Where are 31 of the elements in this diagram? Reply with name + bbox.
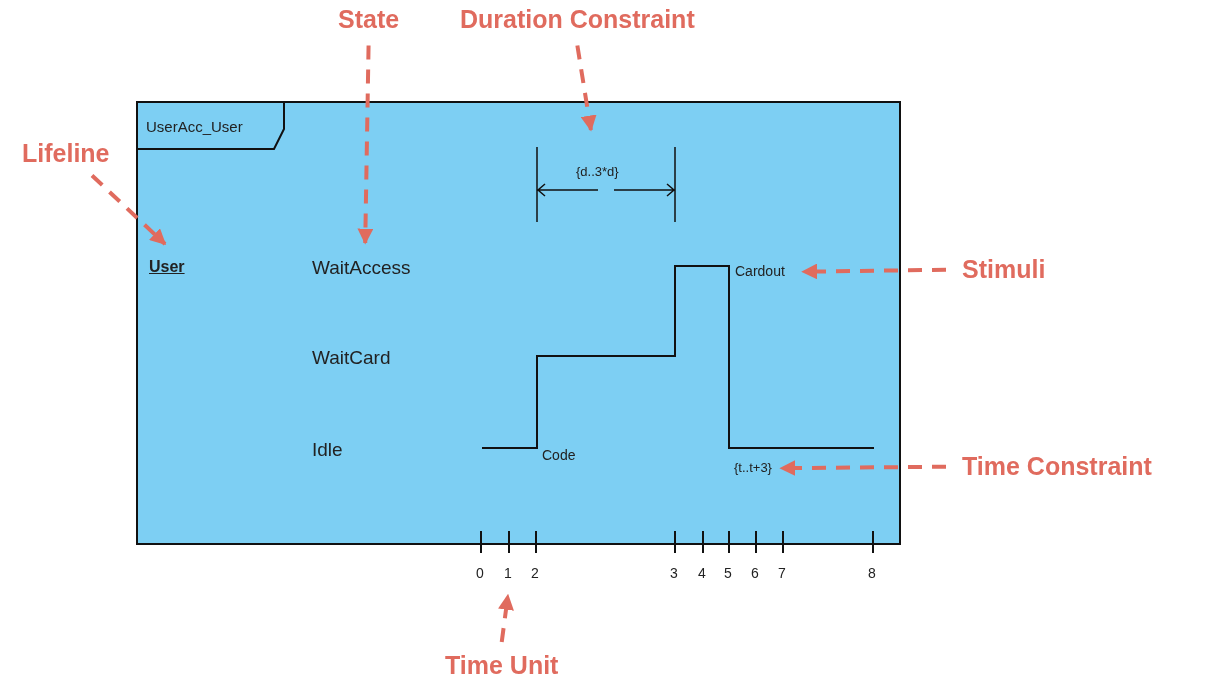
annotation-text: Lifeline bbox=[22, 140, 110, 168]
tick-label: 7 bbox=[778, 566, 786, 582]
leader-line bbox=[357, 45, 374, 245]
annotation-text: Time Unit bbox=[445, 652, 559, 680]
tick-label: 1 bbox=[504, 566, 512, 582]
tick-label: 5 bbox=[724, 566, 732, 582]
tick-label: 8 bbox=[868, 566, 876, 582]
annotation-text: Duration Constraint bbox=[460, 6, 695, 34]
stimulus-label: Cardout bbox=[735, 264, 785, 280]
leader-line bbox=[779, 460, 946, 477]
tick-label: 2 bbox=[531, 566, 539, 582]
stimulus-label: Code bbox=[542, 448, 576, 464]
leader-line bbox=[90, 174, 167, 246]
tick-label: 4 bbox=[698, 566, 706, 582]
lifeline-name: User bbox=[149, 258, 185, 276]
state-label: WaitCard bbox=[312, 348, 391, 369]
tick-label: 6 bbox=[751, 566, 759, 582]
leader-line bbox=[498, 593, 514, 643]
time-constraint-label: {t..t+3} bbox=[734, 461, 772, 476]
leader-line bbox=[801, 263, 947, 280]
state-label: Idle bbox=[312, 440, 343, 461]
duration-constraint-label: {d..3*d} bbox=[576, 165, 619, 180]
frame-heading: UserAcc_User bbox=[146, 119, 243, 136]
leader-line bbox=[575, 45, 597, 132]
annotation-text: Time Constraint bbox=[962, 453, 1152, 481]
timing-frame bbox=[136, 101, 901, 545]
state-label: WaitAccess bbox=[312, 258, 411, 279]
annotation-text: State bbox=[338, 6, 400, 34]
tick-label: 0 bbox=[476, 566, 484, 582]
annotation-text: Stimuli bbox=[962, 256, 1046, 284]
tick-label: 3 bbox=[670, 566, 678, 582]
